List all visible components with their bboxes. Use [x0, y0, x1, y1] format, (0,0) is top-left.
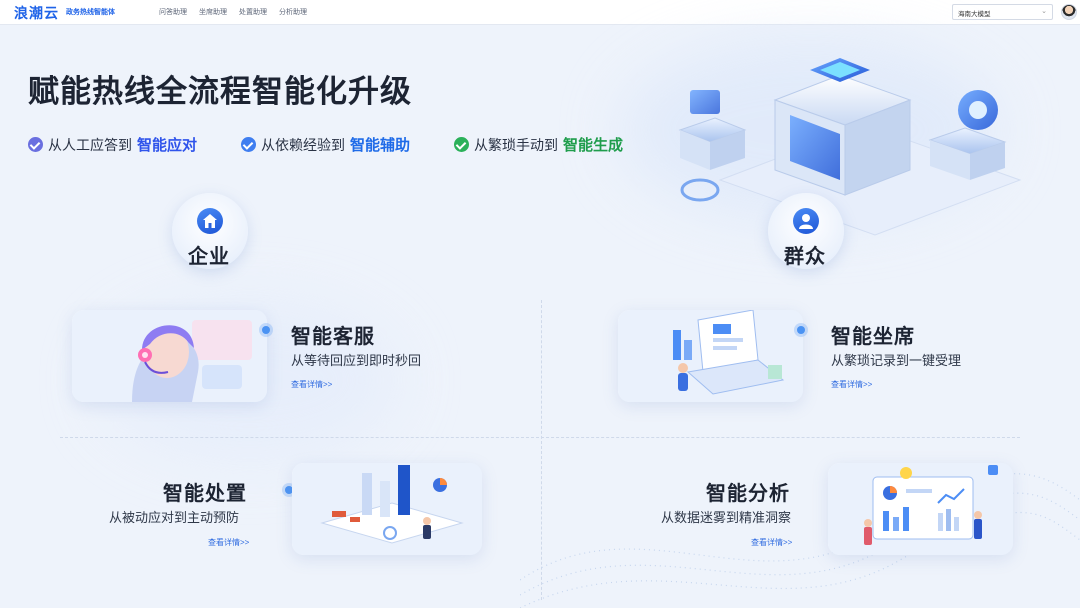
- slogan-prefix: 从依赖经验到: [261, 136, 346, 153]
- nav-item-analysis-assistant[interactable]: 分析助理: [279, 9, 307, 16]
- smart-analysis-image[interactable]: [828, 463, 1013, 555]
- server-illustration: [678, 58, 1022, 236]
- view-details-link-analysis[interactable]: 查看详情>>: [751, 538, 793, 547]
- slogan-prefix: 从人工应答到: [48, 136, 132, 153]
- card-desc-smart-analysis: 从数据迷雾到精准洞察: [661, 510, 792, 525]
- card-title-smart-seat: 智能坐席: [831, 326, 915, 348]
- slogan-item: 从繁琐手动到 智能生成: [454, 134, 623, 155]
- check-circle-icon: [241, 137, 257, 152]
- logo[interactable]: 浪潮云: [14, 5, 59, 21]
- view-details-link-disposal[interactable]: 查看详情>>: [208, 538, 250, 547]
- card-title-smart-customer-service: 智能客服: [291, 326, 375, 348]
- slogan-highlight: 智能辅助: [350, 137, 411, 154]
- analytics-dashboard-illustration: [828, 463, 1013, 555]
- connector-dot: [285, 486, 293, 494]
- view-details-link-seat[interactable]: 查看详情>>: [831, 380, 873, 389]
- enterprise-label: 企业: [188, 246, 230, 268]
- slogan-prefix: 从繁琐手动到: [474, 136, 559, 153]
- public-label: 群众: [784, 246, 826, 268]
- check-circle-icon: [454, 137, 470, 152]
- connector-dot: [262, 326, 270, 334]
- model-select[interactable]: 海南大模型 ⌄: [952, 4, 1053, 20]
- page-title: 赋能热线全流程智能化升级: [28, 74, 412, 109]
- ai-agent-illustration: [72, 310, 267, 402]
- check-circle-icon: [28, 137, 43, 152]
- card-title-smart-disposal: 智能处置: [163, 483, 247, 505]
- bar-chart-illustration: [292, 463, 482, 555]
- section-divider-horizontal: [60, 437, 1020, 438]
- slogan-item: 从依赖经验到 智能辅助: [241, 134, 410, 155]
- card-desc-smart-seat: 从繁琐记录到一键受理: [831, 353, 962, 368]
- slogan-list: 从人工应答到 智能应对 从依赖经验到 智能辅助 从繁琐手动到 智能生成: [28, 134, 623, 155]
- slogan-highlight: 智能应对: [137, 137, 198, 154]
- nav-item-qa-assistant[interactable]: 问答助理: [159, 9, 187, 16]
- connector-dot: [797, 326, 805, 334]
- chevron-down-icon: ⌄: [1041, 8, 1047, 15]
- section-divider-vertical: [541, 300, 542, 600]
- logo-subtitle: 政务热线智能体: [66, 9, 115, 16]
- top-bar: 浪潮云 政务热线智能体 问答助理 坐席助理 处置助理 分析助理 海南大模型 ⌄: [0, 0, 1080, 25]
- person-icon: [793, 208, 819, 234]
- card-title-smart-analysis: 智能分析: [706, 483, 790, 505]
- smart-seat-image[interactable]: [618, 310, 803, 402]
- smart-customer-service-image[interactable]: [72, 310, 267, 402]
- slogan-highlight: 智能生成: [563, 137, 624, 154]
- nav-item-disposal-assistant[interactable]: 处置助理: [239, 9, 267, 16]
- slogan-item: 从人工应答到 智能应对: [28, 134, 197, 155]
- card-desc-smart-disposal: 从被动应对到主动预防: [109, 510, 240, 525]
- laptop-dashboard-illustration: [618, 310, 803, 402]
- model-select-value: 海南大模型: [958, 11, 991, 18]
- main-nav: 问答助理 坐席助理 处置助理 分析助理: [159, 7, 307, 17]
- avatar[interactable]: [1061, 4, 1077, 20]
- building-icon: [197, 208, 223, 234]
- view-details-link-customer-service[interactable]: 查看详情>>: [291, 380, 333, 389]
- card-desc-smart-customer-service: 从等待回应到即时秒回: [291, 353, 422, 368]
- smart-disposal-image[interactable]: [292, 463, 482, 555]
- nav-item-seat-assistant[interactable]: 坐席助理: [199, 9, 227, 16]
